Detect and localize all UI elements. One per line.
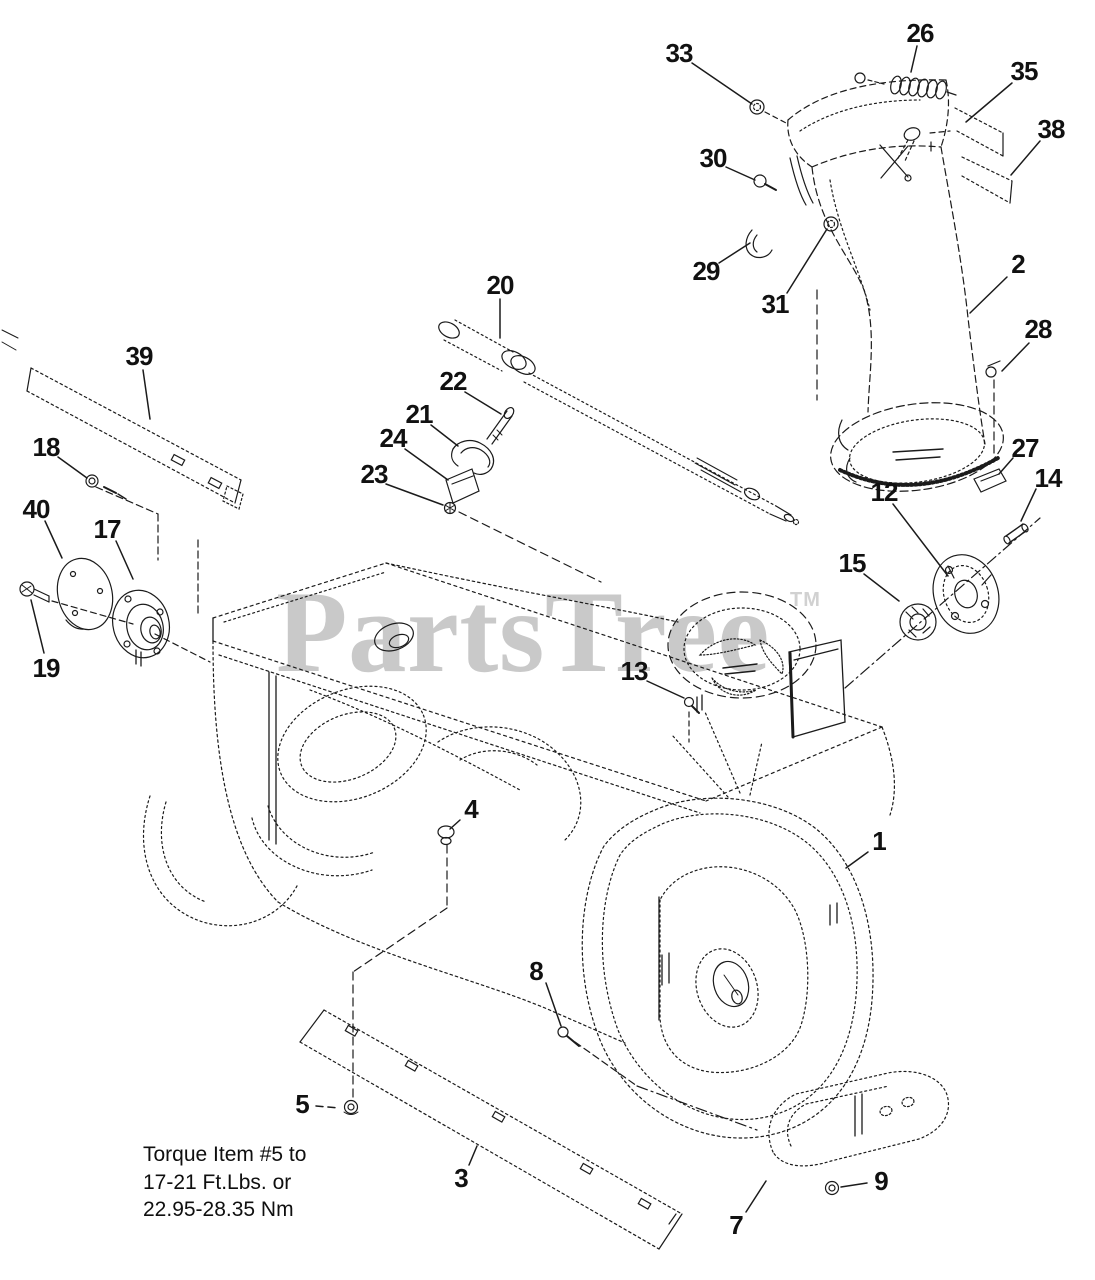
leader-line-29 [718,242,751,264]
leader-line-40 [44,520,63,559]
leader-line-13 [646,680,685,699]
auger-spirals-drawing [142,622,582,927]
callout-33: 33 [665,38,694,68]
bearing-flange-drawing [844,517,1041,689]
leader-line-27 [998,457,1014,475]
leader-line-9 [840,1182,868,1188]
callout-2: 2 [1011,249,1026,279]
leader-line-5 [315,1105,340,1109]
callout-22: 22 [439,366,468,396]
callout-7: 7 [729,1210,744,1240]
callout-20: 20 [486,270,515,300]
callout-23: 23 [360,459,389,489]
callout-27: 27 [1011,433,1040,463]
leader-line-39 [142,369,151,420]
bearing-flange-left-drawing [19,581,211,667]
callout-29: 29 [692,256,721,286]
callout-26: 26 [906,18,935,48]
callout-1: 1 [872,826,887,856]
leader-line-3 [468,1145,478,1166]
callout-19: 19 [32,653,61,683]
side-frame-drawing [581,711,874,1139]
callout-30: 30 [699,143,728,173]
leader-line-22 [464,391,502,415]
leader-line-38 [1010,140,1041,176]
scraper-bar-upper-drawing [1,329,244,510]
leader-line-23 [385,483,444,506]
torque-note-line: Torque Item #5 to [143,1143,307,1166]
callout-18: 18 [32,432,61,462]
leader-line-7 [745,1180,767,1213]
torque-note-line: 17-21 Ft.Lbs. or [143,1170,292,1194]
fastener-drawings [437,694,703,1047]
leader-line-28 [1001,342,1030,372]
leader-line-1 [845,851,869,869]
callout-38: 38 [1037,114,1066,144]
leader-lines [30,45,1041,1213]
callout-13: 13 [620,656,649,686]
leader-line-33 [691,62,753,105]
callout-15: 15 [838,548,867,578]
callout-21: 21 [405,399,434,429]
callout-5: 5 [295,1089,310,1119]
spring-drawing [854,72,957,100]
impeller-shaft-drawing [438,319,800,526]
callout-14: 14 [1034,463,1063,493]
leader-line-30 [725,166,756,181]
leader-line-21 [430,424,459,447]
leader-line-18 [57,456,88,479]
callout-9: 9 [874,1166,889,1196]
callout-28: 28 [1024,314,1053,344]
watermark-trademark-icon: TM [790,589,821,611]
leader-line-14 [1020,488,1037,522]
callout-8: 8 [529,956,544,986]
callout-24: 24 [379,423,408,453]
leader-line-26 [910,45,918,73]
torque-note: Torque Item #5 to 17-21 Ft.Lbs. or 22.95… [143,1141,306,1224]
leader-line-19 [30,599,45,654]
leader-line-15 [863,573,900,602]
callout-17: 17 [93,514,122,544]
callout-40: 40 [22,494,51,524]
leader-line-4 [449,819,461,830]
construction-dashes [95,486,758,1131]
leader-line-24 [404,448,449,481]
leader-line-8 [545,982,562,1027]
skid-bar-drawing [299,1009,683,1250]
callout-39: 39 [125,341,154,371]
chute-base-ring-drawing [830,360,1007,493]
torque-note-line: 22.95-28.35 Nm [143,1198,294,1221]
leader-line-12 [892,503,949,577]
callout-35: 35 [1010,56,1039,86]
callout-4: 4 [464,794,479,824]
callout-3: 3 [454,1163,469,1193]
leader-line-35 [965,82,1013,123]
shaft-clamp-drawing [443,406,515,515]
chute-assembly-drawing [745,72,1013,445]
callout-12: 12 [870,477,899,507]
pulley-disc-drawing [56,557,114,631]
leader-line-31 [786,228,828,294]
leader-line-2 [969,276,1008,314]
leader-line-17 [115,540,134,580]
mounting-plate-drawing [788,639,846,739]
housing-cover-drawing [212,562,895,1044]
callout-31: 31 [761,289,790,319]
bracket-drawing [768,1070,950,1196]
